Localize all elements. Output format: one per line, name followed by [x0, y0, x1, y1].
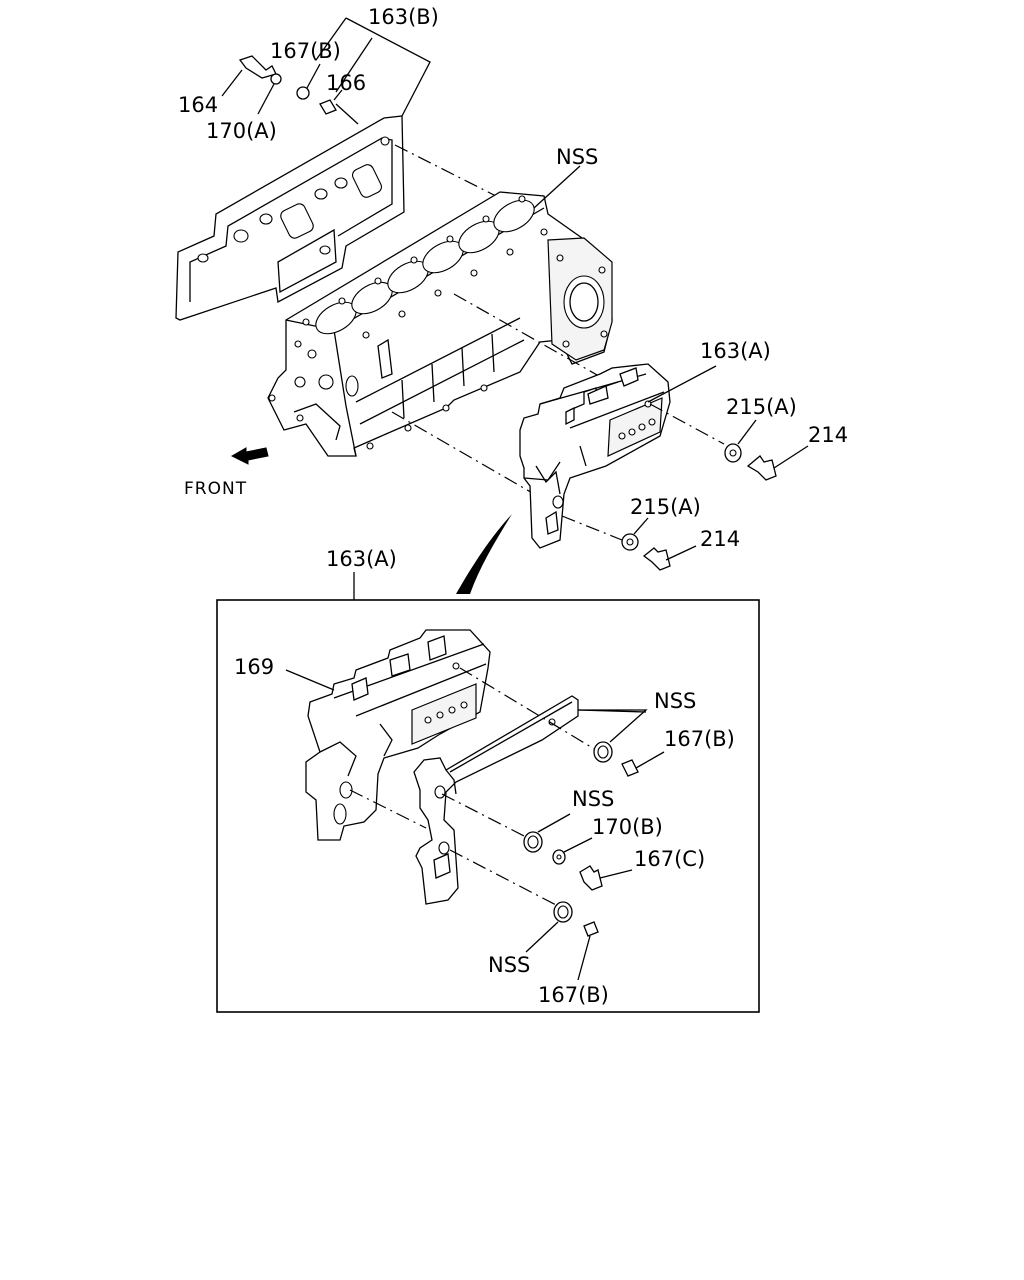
pin-167b-top	[296, 63, 321, 100]
label-214-upper: 214	[808, 423, 848, 447]
leader-169	[285, 669, 335, 691]
alignment-line-ladder-2	[391, 411, 549, 503]
label-front: FRONT	[184, 479, 247, 499]
label-nss-top: NSS	[556, 145, 598, 169]
leader-163b	[315, 17, 431, 125]
label-214-lower: 214	[700, 527, 740, 551]
label-167b-d2: 167(B)	[538, 983, 609, 1007]
washer-170a	[257, 73, 282, 115]
label-215a-upper: 215(A)	[726, 395, 797, 419]
label-nss-d1: NSS	[654, 689, 696, 713]
cylinder-block	[267, 191, 613, 457]
plug-166	[319, 89, 343, 115]
label-167b-d1: 167(B)	[664, 727, 735, 751]
label-nss-d2: NSS	[572, 787, 614, 811]
detail-bushing-nss-3	[525, 901, 573, 953]
gasket-plate	[175, 115, 405, 321]
label-170a: 170(A)	[206, 119, 277, 143]
front-arrow-icon	[230, 447, 269, 465]
label-167c: 167(C)	[634, 847, 705, 871]
bolt-214-lower	[642, 545, 697, 571]
detail-align-1	[459, 667, 597, 751]
bolt-214-upper	[746, 445, 809, 481]
label-nss-d3: NSS	[488, 953, 530, 977]
detail-bolt-167c	[579, 865, 633, 891]
alignment-line-bolt-2	[561, 515, 623, 541]
leader-nss-d1b	[577, 709, 647, 713]
detail-box	[216, 599, 760, 1013]
leader-163a-right	[647, 365, 717, 403]
label-166: 166	[326, 71, 366, 95]
detail-pin-167b-1	[621, 751, 665, 777]
alignment-line-gasket	[394, 144, 497, 197]
washer-215a-upper	[724, 419, 757, 463]
detail-bushing-nss-2	[523, 813, 571, 853]
leader-nss-top	[533, 165, 581, 209]
label-170b: 170(B)	[592, 815, 663, 839]
alignment-line-ladder-1	[453, 293, 607, 381]
detail-ladder-frame	[305, 629, 491, 841]
detail-washer-170b	[552, 837, 593, 865]
bolt-164	[221, 55, 277, 97]
label-163b: 163(B)	[368, 5, 439, 29]
labels: 163(B) 167(B) 166 164 170(A) NSS 163(A) …	[178, 5, 848, 1007]
detail-pointer	[456, 514, 512, 594]
detail-align-3	[441, 793, 529, 839]
detail-bushing-nss-1	[593, 741, 613, 763]
label-169: 169	[234, 655, 274, 679]
label-163a-right: 163(A)	[700, 339, 771, 363]
label-164: 164	[178, 93, 218, 117]
detail-align-4	[449, 849, 559, 907]
detail-pin-167b-2	[577, 921, 599, 981]
label-215a-lower: 215(A)	[630, 495, 701, 519]
washer-215a-lower	[621, 517, 649, 551]
leader-nss-d1	[578, 709, 648, 743]
label-167b-top: 167(B)	[270, 39, 341, 63]
label-163a-detail: 163(A)	[326, 547, 397, 571]
bearing-ladder-assembly	[519, 363, 671, 549]
